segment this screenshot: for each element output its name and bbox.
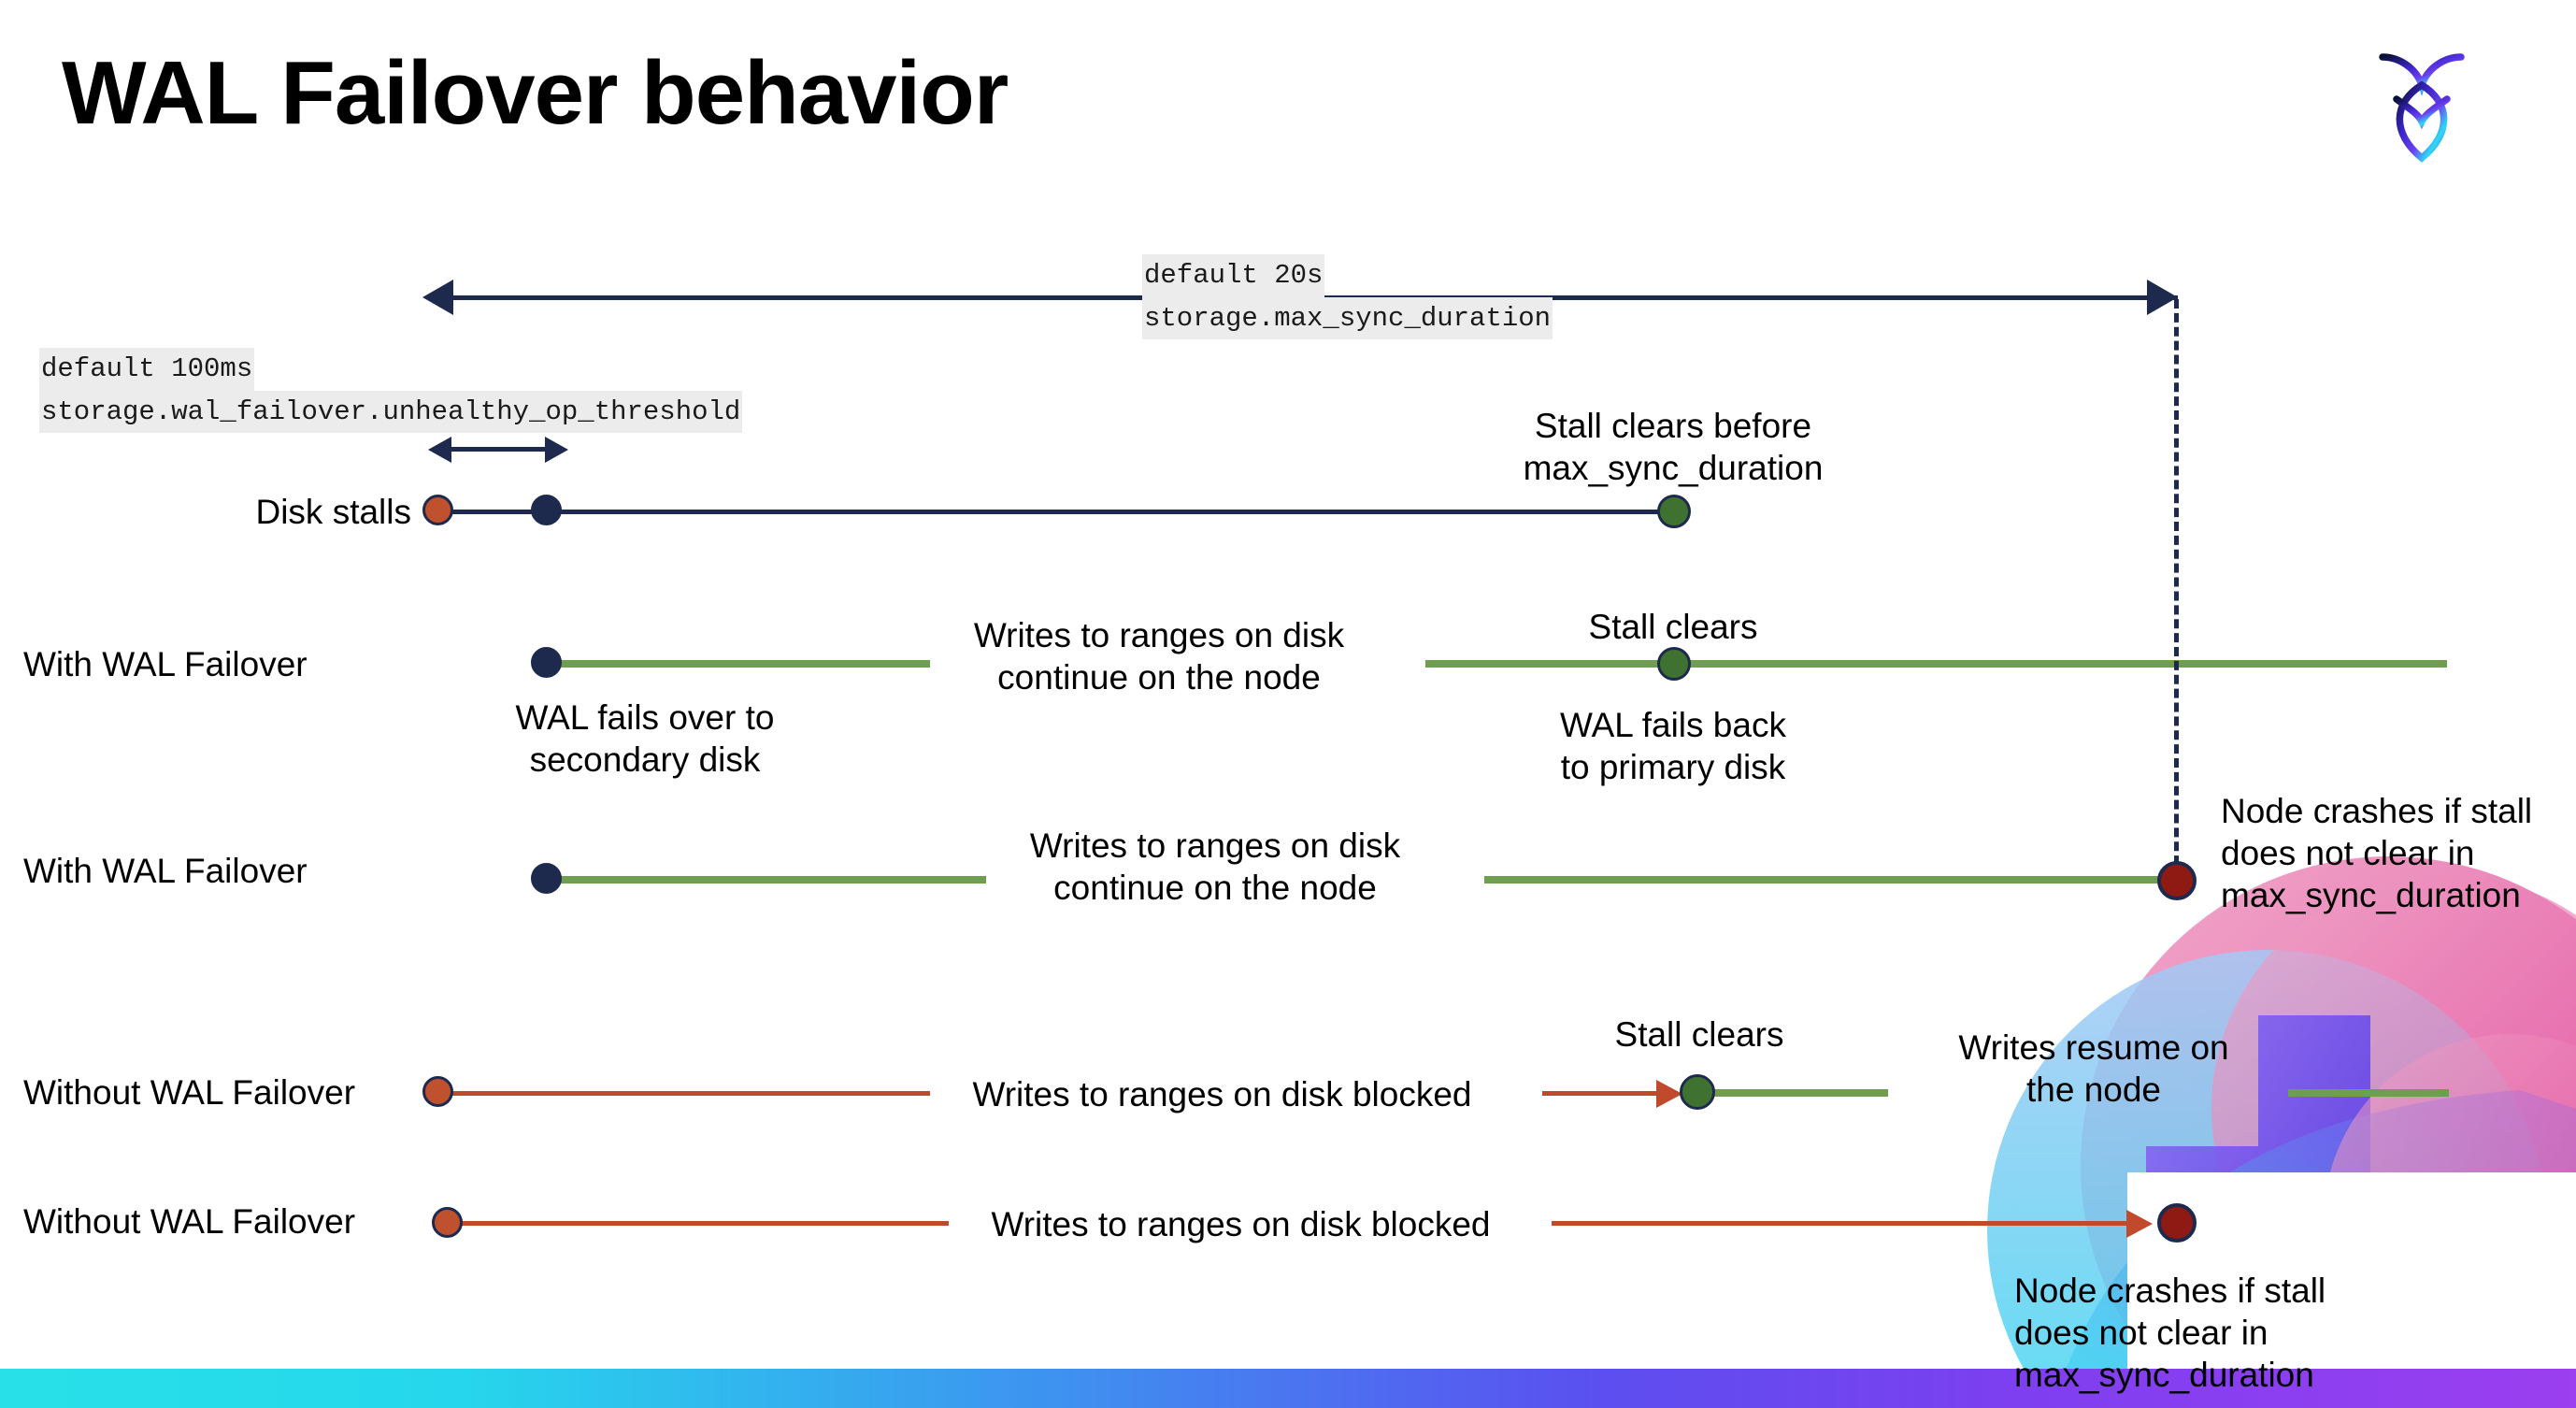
annotation-node-crashes-2: Node crashes if stall does not clear in … — [2014, 1272, 2326, 1395]
disk-stalls-clear-dot — [1657, 495, 1691, 528]
cockroachdb-logo-icon — [2352, 26, 2492, 166]
with-wal-failover-1-segment-a — [547, 660, 930, 668]
row-label-with-wal-failover-2: With WAL Failover — [23, 852, 308, 890]
annotation-writes-blocked-1: Writes to ranges on disk blocked — [930, 1073, 1514, 1116]
annotation-writes-resume: Writes resume on the node — [1958, 1028, 2229, 1110]
without-wal-failover-1-resume-a — [1701, 1089, 1888, 1097]
row-label-without-wal-failover-2: Without WAL Failover — [23, 1202, 356, 1241]
without-wal-failover-2-start-dot — [432, 1207, 463, 1238]
disk-stalls-threshold-dot — [531, 495, 562, 525]
unhealthy-arrow-left-icon — [428, 437, 451, 463]
row-label-disk-stalls: Disk stalls — [255, 493, 411, 531]
max-sync-setting-text: storage.max_sync_duration — [1142, 296, 1553, 339]
without-wal-failover-2-blocked-a — [449, 1221, 953, 1226]
annotation-stall-clears-2: Stall clears — [1614, 1015, 1784, 1054]
with-wal-failover-1-start-dot — [531, 647, 562, 678]
annotation-writes-continue-1: Writes to ranges on disk continue on the… — [935, 614, 1383, 699]
with-wal-failover-2-segment-a — [547, 876, 986, 884]
without-wal-failover-2-crash-dot — [2157, 1203, 2197, 1243]
unhealthy-arrow-right-icon — [545, 437, 568, 463]
disk-stalls-start-dot — [422, 495, 453, 525]
annotation-wal-fails-back: WAL fails back to primary disk — [1560, 706, 1786, 787]
unhealthy-default-text: default 100ms — [39, 348, 255, 391]
max-sync-arrow-left-icon — [422, 280, 453, 315]
without-wal-failover-1-start-dot — [422, 1076, 453, 1107]
page-title: WAL Failover behavior — [62, 43, 1009, 143]
without-wal-failover-1-blocked-b — [1542, 1091, 1678, 1096]
with-wal-failover-2-start-dot — [531, 863, 562, 894]
without-wal-failover-1-arrow-icon — [1656, 1080, 1682, 1108]
without-wal-failover-1-blocked-a — [439, 1091, 930, 1096]
annotation-wal-fails-over: WAL fails over to secondary disk — [515, 698, 775, 780]
annotation-writes-continue-2: Writes to ranges on disk continue on the… — [991, 825, 1439, 910]
unhealthy-op-threshold-label: default 100ms storage.wal_failover.unhea… — [39, 348, 743, 433]
without-wal-failover-2-arrow-icon — [2126, 1210, 2153, 1238]
unhealthy-threshold-span-line — [451, 447, 545, 452]
max-sync-default-text: default 20s — [1142, 254, 1325, 297]
with-wal-failover-2-crash-dot — [2157, 861, 2197, 900]
row-label-without-wal-failover-1: Without WAL Failover — [23, 1073, 356, 1112]
max-sync-guide-dashed-line — [2174, 299, 2179, 879]
row-label-with-wal-failover-1: With WAL Failover — [23, 645, 308, 683]
max-sync-duration-label: default 20s storage.max_sync_duration — [1142, 254, 1553, 339]
disk-stalls-timeline — [439, 510, 1673, 514]
annotation-stall-clears-1: Stall clears — [1588, 608, 1758, 646]
without-wal-failover-1-clear-dot — [1680, 1074, 1715, 1110]
without-wal-failover-1-resume-b — [2288, 1089, 2449, 1097]
unhealthy-setting-text: storage.wal_failover.unhealthy_op_thresh… — [39, 390, 743, 433]
with-wal-failover-1-segment-b — [1425, 660, 2447, 668]
with-wal-failover-2-segment-b — [1484, 876, 2181, 884]
without-wal-failover-2-blocked-b — [1552, 1221, 2159, 1226]
annotation-writes-blocked-2: Writes to ranges on disk blocked — [949, 1203, 1533, 1246]
annotation-node-crashes-1: Node crashes if stall does not clear in … — [2221, 792, 2533, 915]
max-sync-arrow-right-icon — [2147, 280, 2178, 315]
annotation-stall-clears-before: Stall clears before max_sync_duration — [1523, 407, 1824, 488]
with-wal-failover-1-clear-dot — [1657, 647, 1691, 681]
